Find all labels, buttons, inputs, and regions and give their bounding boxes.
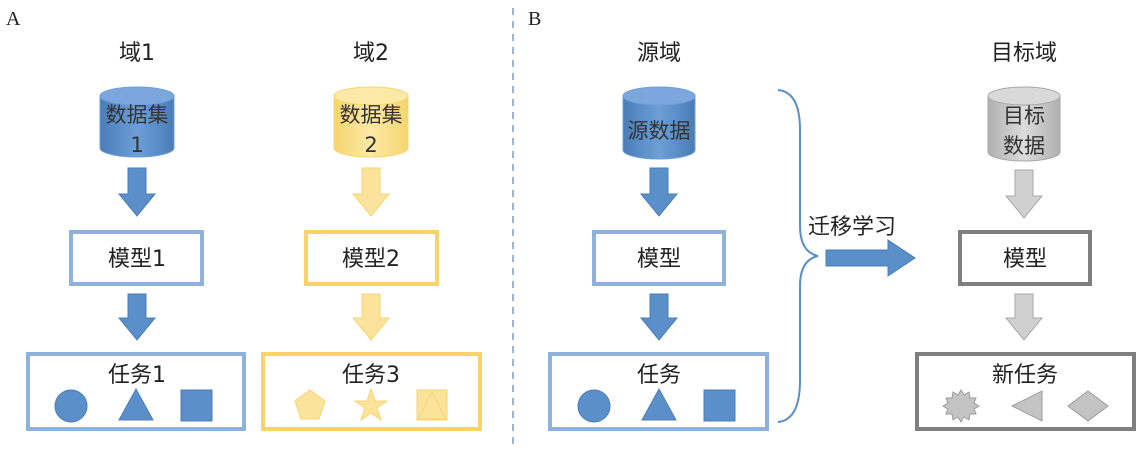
- transfer-arrow-icon: [825, 239, 916, 277]
- down-arrow-icon: [639, 167, 679, 217]
- pentagon-shape-icon: [294, 389, 326, 420]
- star-shape-icon: [353, 387, 389, 422]
- target-data-label-line2: 数据: [1003, 134, 1045, 158]
- target-domain-column: 目标域 目标 数据 模型 新任务: [915, 41, 1136, 431]
- source-domain-column: 源域 源数据 模型 任务: [548, 41, 769, 431]
- panel-b-label: B: [528, 8, 541, 30]
- dataset1-label-line2: 1: [130, 133, 143, 157]
- transfer-learning-label: 迁移学习: [808, 215, 896, 240]
- right-brace-icon: [777, 89, 819, 423]
- domain1-title: 域1: [119, 41, 155, 66]
- task1-label: 任务1: [108, 363, 166, 388]
- gear-shape-icon: [942, 389, 980, 423]
- source-data-cylinder: 源数据: [622, 86, 696, 160]
- panel-a-label: A: [6, 8, 21, 30]
- model2-box: [304, 230, 439, 286]
- source-task-label: 任务: [637, 363, 681, 388]
- triangle-shape-icon: [641, 387, 677, 421]
- dataset2-cylinder: 数据集 2: [333, 86, 409, 158]
- source-model-box: [592, 230, 726, 286]
- target-domain-title: 目标域: [991, 41, 1057, 66]
- target-model-label: 模型: [1003, 247, 1047, 272]
- dataset2-label-line2: 2: [364, 133, 377, 157]
- circle-shape-icon: [577, 389, 611, 423]
- dataset1-label-line1: 数据集: [106, 103, 169, 127]
- source-domain-title: 源域: [637, 41, 681, 66]
- domain2-title: 域2: [353, 41, 389, 66]
- target-model-box: [958, 230, 1092, 286]
- circle-shape-icon: [54, 389, 88, 423]
- domain2-column: 域2 数据集 2 模型2 任务3: [261, 41, 482, 431]
- source-model-label: 模型: [637, 247, 681, 272]
- triangle-shape-icon: [118, 387, 154, 421]
- domain1-column: 域1 数据集 1 模型1 任务1: [26, 41, 246, 431]
- down-arrow-icon: [351, 293, 391, 341]
- model2-label: 模型2: [342, 247, 400, 272]
- model1-box: [69, 230, 204, 286]
- square-triangle-shape-icon: [416, 389, 448, 421]
- diamond-shape-icon: [1067, 390, 1109, 422]
- down-arrow-icon: [1004, 169, 1044, 219]
- square-shape-icon: [703, 389, 736, 422]
- square-shape-icon: [180, 389, 213, 422]
- target-data-cylinder: 目标 数据: [987, 86, 1061, 162]
- down-arrow-icon: [117, 293, 157, 341]
- source-data-label: 源数据: [628, 119, 691, 143]
- down-arrow-icon: [117, 167, 157, 217]
- dataset1-cylinder: 数据集 1: [99, 86, 175, 158]
- dataset2-label-line1: 数据集: [340, 103, 403, 127]
- down-arrow-icon: [1004, 293, 1044, 341]
- down-arrow-icon: [639, 293, 679, 341]
- task3-label: 任务3: [342, 363, 400, 388]
- left-triangle-shape-icon: [1010, 390, 1043, 422]
- target-data-label-line1: 目标: [1003, 104, 1045, 128]
- model1-label: 模型1: [108, 247, 166, 272]
- inner-triangle-icon: [417, 390, 447, 420]
- down-arrow-icon: [351, 167, 391, 217]
- new-task-label: 新任务: [992, 363, 1058, 388]
